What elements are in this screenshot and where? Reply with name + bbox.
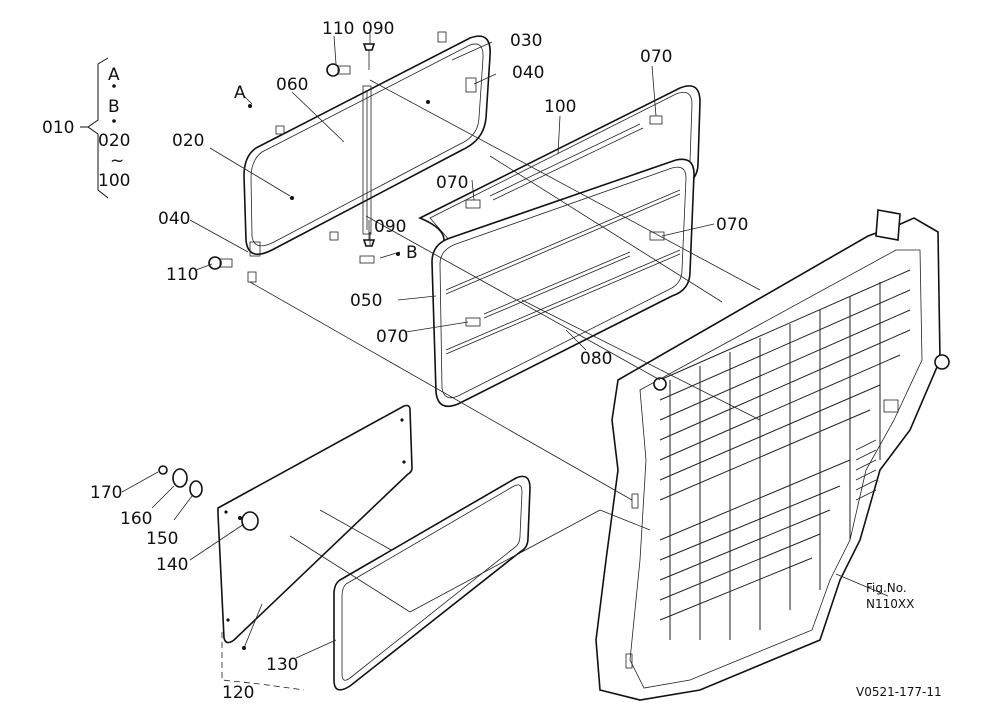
- label-090-lower: 090: [374, 217, 406, 237]
- callout-labels: 010 A B 020 ~ 100 110 090 030 040 A 060 …: [42, 19, 942, 703]
- label-b: B: [406, 243, 418, 263]
- bolt-110-upper: [326, 63, 351, 77]
- clip-b: [359, 255, 375, 264]
- center-divider: [362, 85, 372, 235]
- seal-block-070: [465, 199, 481, 209]
- leader-lines: [121, 30, 889, 691]
- label-110-lower: 110: [166, 265, 198, 285]
- screw-090-lower: [362, 220, 376, 247]
- dot-b-020: [112, 119, 116, 123]
- window-panel-050: [431, 158, 695, 408]
- label-010: 010: [42, 118, 74, 138]
- label-100-group: 100: [98, 171, 130, 191]
- nut-170: [158, 465, 168, 475]
- latch-upper: [465, 77, 477, 93]
- cab-rear-wall: [595, 209, 950, 701]
- label-120: 120: [222, 683, 254, 703]
- spacer-140: [241, 511, 259, 531]
- label-tilde: ~: [110, 151, 124, 171]
- label-160: 160: [120, 509, 152, 529]
- dot-a-b: [112, 84, 116, 88]
- label-030: 030: [510, 31, 542, 51]
- drawing-code: V0521-177-11: [856, 685, 942, 699]
- side-vents: [855, 439, 877, 501]
- label-070-lower: 070: [376, 327, 408, 347]
- washer-150: [189, 480, 203, 498]
- fig-no-value: N110XX: [866, 597, 914, 611]
- upper-window-frame: [243, 31, 491, 283]
- label-b-group: B: [108, 97, 120, 117]
- handle-bracket: [883, 399, 899, 413]
- label-a-group: A: [108, 65, 120, 85]
- label-040-upper: 040: [512, 63, 544, 83]
- label-080: 080: [580, 349, 612, 369]
- bolt-110-lower: [208, 256, 233, 270]
- label-100: 100: [544, 97, 576, 117]
- mesh-grille: [659, 269, 911, 640]
- hinge-knob: [653, 377, 667, 391]
- panel-120: [217, 404, 435, 644]
- label-070-right: 070: [716, 215, 748, 235]
- label-140: 140: [156, 555, 188, 575]
- label-020: 020: [172, 131, 204, 151]
- label-090-upper: 090: [362, 19, 394, 39]
- label-150: 150: [146, 529, 178, 549]
- hinge-a: [275, 125, 285, 135]
- fig-no-label: Fig.No.: [866, 581, 907, 595]
- label-130: 130: [266, 655, 298, 675]
- fastener-stack: [158, 465, 259, 531]
- label-a: A: [234, 83, 246, 103]
- washer-160: [172, 468, 188, 488]
- label-170: 170: [90, 483, 122, 503]
- latch-lower: [249, 241, 261, 257]
- label-070-top: 070: [640, 47, 672, 67]
- screw-090-upper: [362, 43, 376, 70]
- knob: [934, 354, 950, 370]
- label-040-lower: 040: [158, 209, 190, 229]
- label-110-upper: 110: [322, 19, 354, 39]
- label-020-group: 020: [98, 131, 130, 151]
- label-060: 060: [276, 75, 308, 95]
- seal-130: [333, 475, 531, 691]
- group-bracket-010: [80, 57, 116, 199]
- label-050: 050: [350, 291, 382, 311]
- label-070-left: 070: [436, 173, 468, 193]
